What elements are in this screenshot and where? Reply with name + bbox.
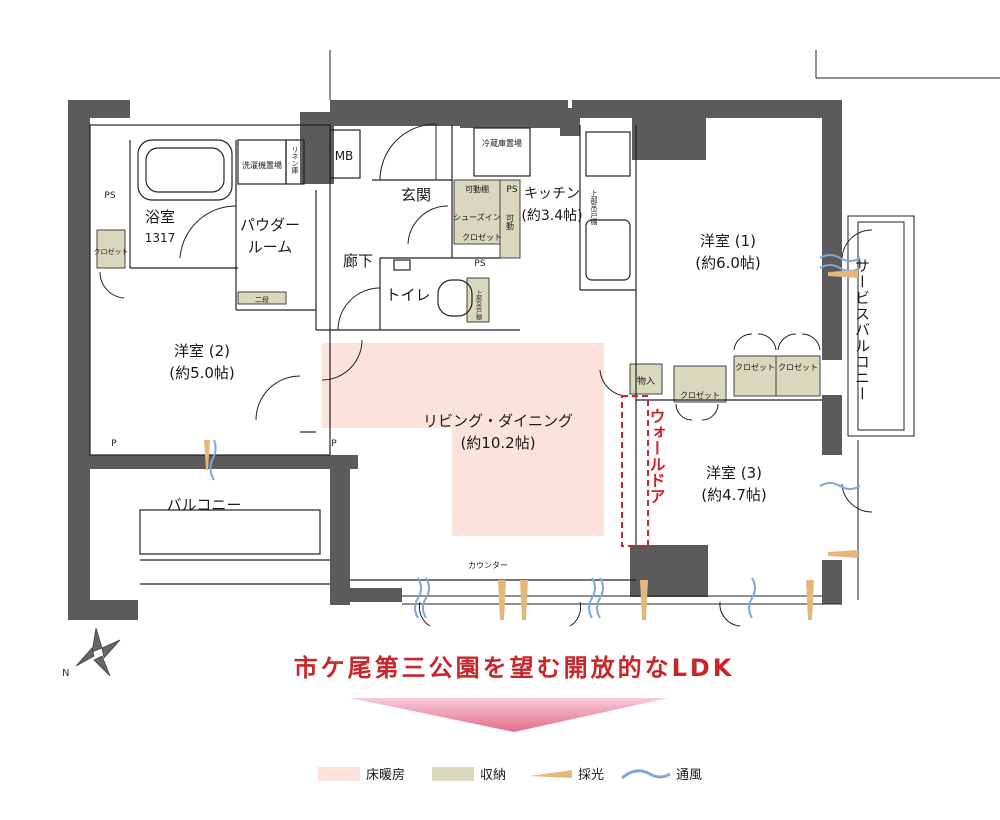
kitchen-size: (約3.4帖) — [521, 208, 582, 224]
kitchen-name: キッチン — [524, 186, 580, 202]
legend-label-light: 採光 — [578, 768, 604, 783]
svg-text:N: N — [62, 668, 69, 679]
legend-label-wind: 通風 — [676, 768, 702, 783]
mb-label: MB — [335, 149, 354, 163]
closet-label-5: クロゼット — [778, 362, 818, 372]
legend-label-floor-heat: 床暖房 — [366, 767, 405, 783]
storage-label: 物入 — [637, 375, 655, 387]
wind-markers — [209, 254, 861, 619]
western1-size: (約6.0帖) — [695, 254, 761, 272]
entrance-label: 玄関 — [401, 186, 431, 204]
compass-icon: N — [62, 627, 121, 679]
two-stage-label: 二段 — [255, 295, 269, 304]
headline: 市ケ尾第三公園を望む開放的なLDK — [294, 654, 735, 682]
door-swings — [99, 123, 873, 627]
fridge-label: 冷蔵庫置場 — [482, 138, 522, 148]
light-markers — [204, 270, 858, 620]
movable-shelf-label: 可動棚 — [465, 184, 489, 194]
closet-label-3: クロゼット — [680, 390, 720, 400]
ldk-name: リビング・ダイニング — [423, 412, 573, 430]
legend: 床暖房 収納 採光 通風 — [318, 767, 702, 783]
p-label-2: P — [331, 439, 337, 449]
ps-label-1: PS — [104, 191, 115, 201]
linen-label: リネン庫 — [291, 146, 299, 175]
western3-size: (約4.7帖) — [701, 486, 767, 504]
powder-line2: ルーム — [248, 238, 293, 256]
storage-blocks — [96, 179, 821, 403]
walldoor-label: ウォールドア — [647, 408, 666, 504]
western1-name: 洋室 (1) — [700, 232, 756, 250]
balcony-outline — [329, 50, 1000, 605]
toilet-label: トイレ — [385, 286, 430, 304]
closet-label-2: クロゼット — [462, 232, 502, 242]
service-balcony-label: サービスバルコニー — [853, 258, 871, 402]
ldk-size: (約10.2帖) — [460, 434, 535, 452]
western3-name: 洋室 (3) — [706, 464, 762, 482]
balcony-label: バルコニー — [167, 496, 242, 514]
powder-line1: パウダー — [240, 216, 300, 234]
movable-label: 可動 — [506, 214, 515, 231]
bath-name: 浴室 — [145, 208, 175, 226]
walldoor-frame — [621, 395, 649, 547]
ps-label-2: PS — [506, 185, 517, 195]
down-arrow-icon — [350, 698, 668, 732]
closet-label-4: クロゼット — [735, 362, 775, 372]
western2-size: (約5.0帖) — [169, 364, 235, 382]
closet-label-1: クロゼット — [94, 247, 129, 256]
shoes-in-label: シューズイン — [453, 212, 501, 222]
legend-label-storage: 収納 — [480, 768, 506, 783]
legend-light-icon — [530, 770, 572, 778]
walls — [68, 100, 842, 620]
legend-swatch-storage — [432, 767, 474, 781]
washer-label: 洗濯機置場 — [242, 160, 282, 170]
p-label-1: P — [111, 439, 117, 449]
upper-cabinet-label: 上部吊戸棚 — [590, 189, 598, 226]
counter-label: カウンター — [468, 561, 508, 570]
legend-wind-icon — [621, 769, 671, 780]
bath-size: 1317 — [145, 231, 176, 245]
hallway-label: 廊下 — [343, 252, 373, 270]
western2-name: 洋室 (2) — [174, 342, 230, 360]
upper-shelf-label: 上部吊戸棚 — [475, 289, 482, 321]
legend-swatch-floor-heat — [318, 767, 360, 781]
ps-label-3: PS — [474, 259, 485, 269]
interior-lines — [89, 124, 822, 585]
floor-heating-area — [322, 343, 604, 536]
